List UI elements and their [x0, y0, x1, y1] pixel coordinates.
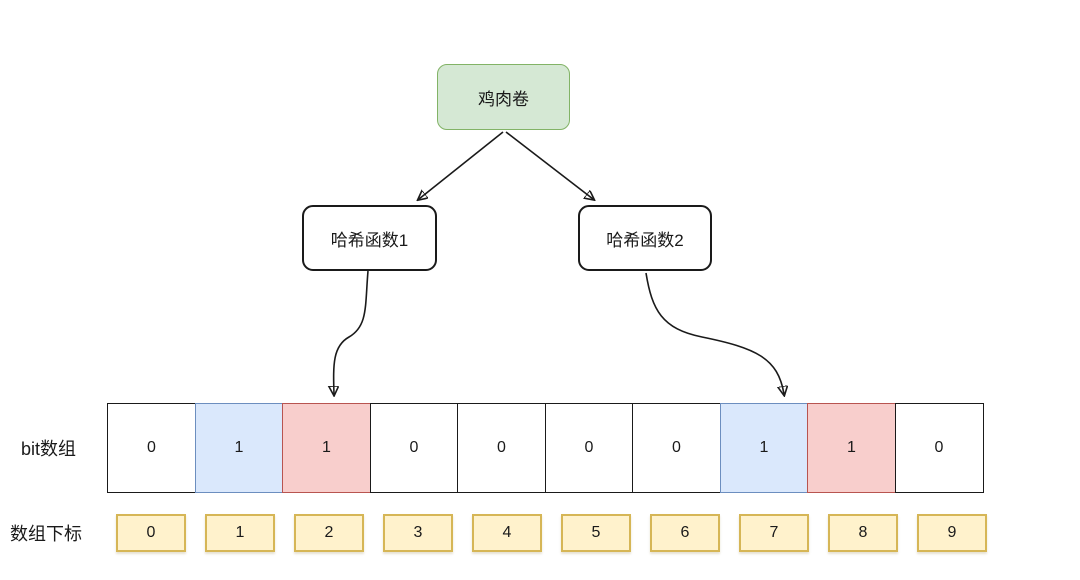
bit-cell-9: 0 — [894, 403, 984, 493]
bit-array-row: 0 1 1 0 0 0 0 1 1 0 — [107, 403, 984, 493]
arrow-root-to-hash1 — [419, 131, 504, 199]
root-node-label: 鸡肉卷 — [478, 89, 529, 109]
index-box-7: 7 — [739, 514, 809, 552]
bit-cell-7: 1 — [719, 403, 809, 493]
bit-cell-5: 0 — [544, 403, 634, 493]
bit-cell-6: 0 — [632, 403, 721, 493]
arrow-hash1-to-cell2 — [334, 270, 369, 394]
hash-function-1-label: 哈希函数1 — [330, 230, 409, 250]
index-box-5: 5 — [561, 514, 631, 552]
index-box-3: 3 — [383, 514, 453, 552]
index-box-0: 0 — [116, 514, 186, 552]
bit-cell-1: 1 — [194, 403, 284, 493]
bit-cell-0: 0 — [107, 403, 196, 493]
index-box-6: 6 — [650, 514, 720, 552]
bit-cell-2: 1 — [282, 403, 371, 493]
hash-function-1-node: 哈希函数1 — [302, 205, 437, 271]
bit-cell-3: 0 — [369, 403, 459, 493]
bit-cell-4: 0 — [457, 403, 546, 493]
index-row-label: 数组下标 — [10, 524, 82, 544]
arrow-root-to-hash2 — [505, 131, 593, 199]
index-box-8: 8 — [828, 514, 898, 552]
hash-function-2-node: 哈希函数2 — [578, 205, 712, 271]
index-box-4: 4 — [472, 514, 542, 552]
bit-array-label: bit数组 — [21, 439, 77, 459]
arrow-hash2-to-cell7 — [645, 272, 784, 394]
index-box-9: 9 — [917, 514, 987, 552]
hash-function-2-label: 哈希函数2 — [606, 230, 684, 250]
index-box-2: 2 — [294, 514, 364, 552]
index-box-1: 1 — [205, 514, 275, 552]
bit-cell-8: 1 — [807, 403, 896, 493]
index-row: 0 1 2 3 4 5 6 7 8 9 — [116, 514, 987, 552]
root-node-item: 鸡肉卷 — [437, 64, 570, 130]
